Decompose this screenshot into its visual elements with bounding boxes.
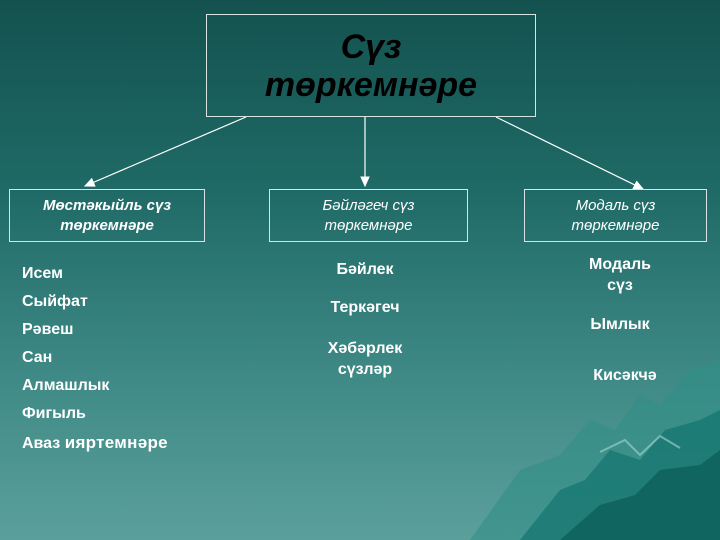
right-item-particle: Кисәкчә [593,367,657,384]
left-item-pronoun: Алмашлык [22,377,110,394]
category-independent-line-1: Мөстәкыйль сүз [43,196,171,214]
middle-item-conjunction: Теркәгеч [330,299,400,316]
category-modal-line-1: Модаль сүз [575,196,656,214]
category-modal-line-2: төркемнәре [571,216,660,234]
left-item-numeral: Сан [22,349,53,366]
category-independent-line-2: төркемнәре [60,216,154,234]
middle-item-predicative-line-2: сүзләр [337,361,393,378]
left-item-verb: Фигыль [22,405,86,422]
category-independent: Мөстәкыйль сүз төркемнәре [9,189,205,242]
arrow-left [83,116,247,187]
left-item-noun: Исем [22,265,63,282]
title-line-1: Сүз [340,27,402,66]
right-item-modal-word-line-2: сүз [607,277,633,294]
category-modal: Модаль сүз төркемнәре [524,189,707,242]
left-item-adjective: Сыйфат [22,293,88,310]
left-item-onomatopoeia-part-1: Аваз [22,435,61,452]
right-item-modal-word-line-1: Модаль [589,256,651,273]
middle-item-predicative-line-1: Хәбәрлек [327,340,403,357]
right-item-modal-word: Модаль сүз [570,254,670,296]
middle-item-postposition: Бәйлек [336,261,394,278]
middle-item-predicative: Хәбәрлек сүзләр [305,338,425,380]
category-auxiliary-line-1: Бәйләгеч сүз [322,196,415,214]
right-item-interjection: Ымлык [590,316,650,333]
category-auxiliary: Бәйләгеч сүз төркемнәре [269,189,468,242]
category-auxiliary-line-2: төркемнәре [324,216,413,234]
left-item-adverb: Рәвеш [22,321,74,338]
title-line-2: төркемнәре [264,65,478,104]
left-item-onomatopoeia-part-2: ияртемнәре [64,433,168,452]
left-item-onomatopoeia: Аваз ияртемнәре [22,433,168,453]
arrow-right [495,116,645,190]
title-box: Сүз төркемнәре [206,14,536,117]
